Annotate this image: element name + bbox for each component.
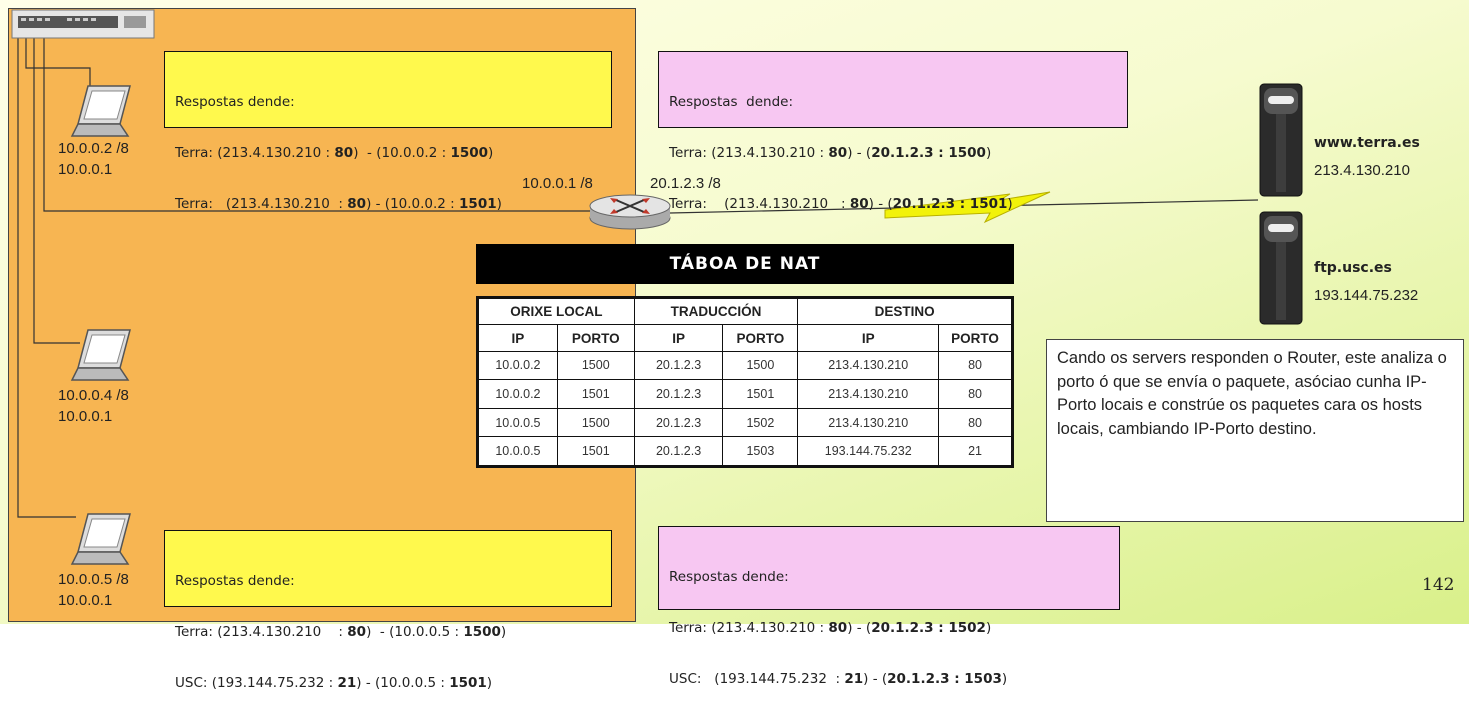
server-icon xyxy=(1259,211,1303,325)
server-name: www.terra.es xyxy=(1314,135,1420,151)
table-cell: 10.0.0.5 xyxy=(477,407,558,438)
link-host1 xyxy=(25,36,91,88)
host-gateway-label: 10.0.0.1 xyxy=(58,408,113,425)
callout-header: Respostas dende: xyxy=(669,94,794,110)
callout-header: Respostas dende: xyxy=(669,569,789,585)
host-ip-label: 10.0.0.4 /8 xyxy=(58,387,129,404)
table-row: 10.0.0.2 1500 20.1.2.3 1500 213.4.130.21… xyxy=(477,350,1013,381)
nat-group-header: DESTINO xyxy=(797,296,1013,326)
router-outside-ip: 20.1.2.3 /8 xyxy=(650,175,721,192)
explanation-box: Cando os servers responden o Router, est… xyxy=(1046,339,1464,522)
nat-table-title: TÁBOA DE NAT xyxy=(476,244,1014,284)
nat-column-header: IP xyxy=(477,324,558,352)
table-cell: 1503 xyxy=(722,436,799,467)
table-cell: 1502 xyxy=(722,407,799,438)
table-cell: 80 xyxy=(938,407,1013,438)
host-gateway-label: 10.0.0.1 xyxy=(58,592,113,609)
table-cell: 80 xyxy=(938,350,1013,381)
nat-column-header: PORTO xyxy=(722,324,799,352)
callout-line: Terra: (213.4.130.210 : 80) - (10.0.0.5 … xyxy=(175,624,507,640)
table-cell: 1501 xyxy=(556,436,635,467)
server-ip: 193.144.75.232 xyxy=(1314,287,1419,304)
table-row: 10.0.0.5 1500 20.1.2.3 1502 213.4.130.21… xyxy=(477,407,1013,438)
table-cell: 1501 xyxy=(556,379,635,409)
table-cell: 10.0.0.5 xyxy=(477,436,558,467)
link-host3 xyxy=(17,36,76,518)
table-cell: 1500 xyxy=(556,350,635,381)
callout-header: Respostas dende: xyxy=(175,573,295,589)
nat-table: ORIXE LOCAL TRADUCCIÓN DESTINO IP PORTO … xyxy=(476,296,1014,468)
callout-line: USC: (193.144.75.232 : 21) - (20.1.2.3 :… xyxy=(669,671,1008,687)
host-ip-label: 10.0.0.5 /8 xyxy=(58,571,129,588)
link-host2 xyxy=(33,36,80,344)
nat-column-header-row: IP PORTO IP PORTO IP PORTO xyxy=(477,324,1013,352)
nat-column-header: PORTO xyxy=(556,324,635,352)
table-cell: 1500 xyxy=(722,350,799,381)
response-callout: Respostas dende: Terra: (213.4.130.210 :… xyxy=(164,530,612,691)
table-cell: 1500 xyxy=(556,407,635,438)
laptop-icon xyxy=(70,329,131,381)
callout-line: Terra: (213.4.130.210 : 80) - (10.0.0.2 … xyxy=(175,145,494,161)
table-cell: 213.4.130.210 xyxy=(797,379,940,409)
table-cell: 80 xyxy=(938,379,1013,409)
nat-group-header: TRADUCCIÓN xyxy=(633,296,799,326)
table-cell: 20.1.2.3 xyxy=(633,379,724,409)
table-cell: 1501 xyxy=(722,379,799,409)
callout-header: Respostas dende: xyxy=(175,94,295,110)
table-cell: 21 xyxy=(938,436,1013,467)
router-inside-ip: 10.0.0.1 /8 xyxy=(522,175,593,192)
server-icon xyxy=(1259,83,1303,197)
table-cell: 213.4.130.210 xyxy=(797,407,940,438)
host-gateway-label: 10.0.0.1 xyxy=(58,161,113,178)
server-ip: 213.4.130.210 xyxy=(1314,162,1410,179)
nat-column-header: IP xyxy=(797,324,940,352)
server-name: ftp.usc.es xyxy=(1314,260,1392,276)
nat-column-header: IP xyxy=(633,324,724,352)
table-row: 10.0.0.2 1501 20.1.2.3 1501 213.4.130.21… xyxy=(477,379,1013,409)
table-cell: 20.1.2.3 xyxy=(633,350,724,381)
router-icon xyxy=(589,194,671,230)
table-row: 10.0.0.5 1501 20.1.2.3 1503 193.144.75.2… xyxy=(477,436,1013,467)
nat-column-header: PORTO xyxy=(938,324,1013,352)
callout-line: Terra: (213.4.130.210 : 80) - (20.1.2.3 … xyxy=(669,196,1013,212)
table-cell: 20.1.2.3 xyxy=(633,407,724,438)
laptop-icon xyxy=(70,513,131,565)
response-callout: Respostas dende: Terra: (213.4.130.210 :… xyxy=(658,51,1128,212)
page-number: 142 xyxy=(1422,575,1455,595)
table-cell: 213.4.130.210 xyxy=(797,350,940,381)
nat-group-header-row: ORIXE LOCAL TRADUCCIÓN DESTINO xyxy=(477,296,1013,326)
response-callout: Respostas dende: Terra: (213.4.130.210 :… xyxy=(658,526,1120,687)
network-links xyxy=(17,36,1259,518)
callout-line: USC: (193.144.75.232 : 21) - (10.0.0.5 :… xyxy=(175,675,493,691)
nat-group-header: ORIXE LOCAL xyxy=(477,296,635,326)
link-router xyxy=(43,36,598,212)
callout-line: Terra: (213.4.130.210 : 80) - (10.0.0.2 … xyxy=(175,196,502,212)
lightning-icon xyxy=(884,191,1051,224)
host-ip-label: 10.0.0.2 /8 xyxy=(58,140,129,157)
response-callout: Respostas dende: Terra: (213.4.130.210 :… xyxy=(164,51,612,212)
table-cell: 10.0.0.2 xyxy=(477,379,558,409)
table-cell: 10.0.0.2 xyxy=(477,350,558,381)
switch-icon xyxy=(11,9,155,39)
table-cell: 20.1.2.3 xyxy=(633,436,724,467)
table-cell: 193.144.75.232 xyxy=(797,436,940,467)
callout-line: Terra: (213.4.130.210 : 80) - (20.1.2.3 … xyxy=(669,145,992,161)
callout-line: Terra: (213.4.130.210 : 80) - (20.1.2.3 … xyxy=(669,620,992,636)
laptop-icon xyxy=(70,85,131,137)
